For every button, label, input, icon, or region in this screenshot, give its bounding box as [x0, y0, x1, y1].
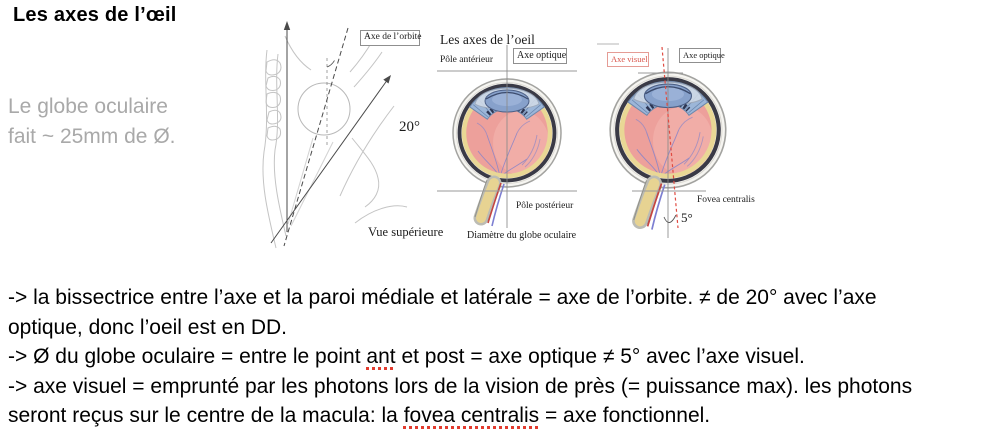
diameter-caption: Diamètre du globe oculaire: [467, 230, 577, 241]
note-text: seront reçus sur le centre de la macula:…: [8, 404, 404, 427]
visual-axis-lines: [597, 43, 706, 238]
visual-axis-label: Axe visuel: [607, 52, 649, 67]
page-title: Les axes de l’œil: [13, 4, 177, 26]
note-text: et post = axe optique ≠ 5° avec l’axe vi…: [395, 345, 805, 368]
optic-axis-lines: [437, 45, 577, 228]
misspelled-word: fovea centralis: [403, 404, 540, 427]
orbit-angle-label: 20°: [399, 119, 420, 135]
note-text: optique, donc l’oeil est en DD.: [8, 315, 287, 339]
note-line-4: -> axe visuel = emprunté par les photons…: [8, 372, 998, 402]
orbit-caption: Vue supérieure: [368, 225, 444, 239]
optic-axis-label-middle: Axe optique: [513, 48, 567, 64]
eye-axes-figure: Axe de l’orbite 20° Vue supérieure Les a…: [255, 10, 775, 266]
note-text: -> Ø du globe oculaire = entre le point: [8, 345, 367, 368]
note-text: -> la bissectrice entre l’axe et la paro…: [8, 286, 877, 309]
anatomy-diagram: [262, 21, 775, 249]
misspelled-word: ant: [366, 345, 396, 368]
posterior-pole-label: Pôle postérieur: [516, 201, 574, 211]
note-text: = axe fonctionnel.: [539, 404, 711, 427]
fovea-centralis-label: Fovea centralis: [697, 195, 755, 205]
note-text: -> axe visuel = emprunté par les photons…: [8, 374, 913, 398]
globe-size-note-line2: fait ~ 25mm de Ø.: [8, 125, 176, 148]
notes-block: -> la bissectrice entre l’axe et la paro…: [8, 283, 998, 431]
eye-diagram-title: Les axes de l’oeil: [440, 32, 535, 47]
globe-size-note-line1: Le globe oculaire: [8, 95, 168, 118]
orbit-superior-view: [262, 21, 408, 249]
optic-axis-label-right: Axe optique: [679, 48, 725, 63]
note-line-1: -> la bissectrice entre l’axe et la paro…: [8, 283, 998, 313]
note-line-5: seront reçus sur le centre de la macula:…: [8, 401, 998, 431]
orbit-axis-label: Axe de l’orbite: [360, 30, 422, 46]
anterior-pole-label: Pôle antérieur: [440, 55, 494, 65]
visual-axis-angle-label: 5°: [681, 210, 693, 225]
globe-size-note: Le globe oculaire fait ~ 25mm de Ø.: [8, 92, 176, 152]
note-line-2: optique, donc l’oeil est en DD.: [8, 313, 998, 343]
note-line-3: -> Ø du globe oculaire = entre le point …: [8, 342, 998, 372]
